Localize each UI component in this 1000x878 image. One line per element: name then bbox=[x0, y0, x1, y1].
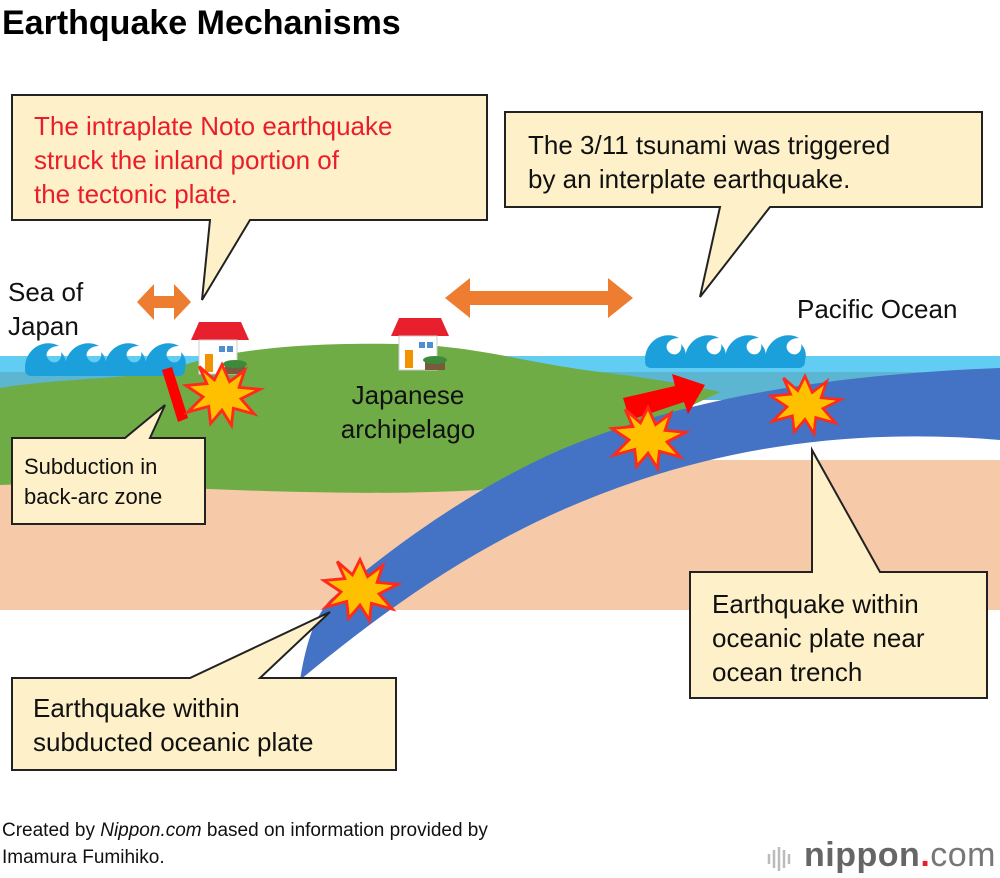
callout-noto-earthquake: The intraplate Noto earthquake struck th… bbox=[34, 109, 392, 211]
credit-suffix: based on information provided by bbox=[201, 820, 488, 841]
nippon-logo: nippon.com bbox=[767, 836, 996, 875]
callout-line: Earthquake within bbox=[712, 589, 919, 619]
label-sea-of-japan: Sea of Japan bbox=[8, 275, 83, 343]
callout-subducted-plate: Earthquake within subducted oceanic plat… bbox=[33, 691, 313, 759]
logo-mark-icon bbox=[767, 847, 791, 871]
logo-name: nippon bbox=[804, 836, 921, 874]
logo-tld: com bbox=[930, 836, 996, 874]
callout-line: The 3/11 tsunami was triggered bbox=[528, 130, 891, 160]
backarc-fault-bar bbox=[162, 367, 188, 422]
tsunami-waves-left bbox=[25, 343, 186, 376]
callout-line: Subduction in bbox=[24, 454, 158, 479]
label-line: archipelago bbox=[340, 414, 476, 444]
callout-line: the tectonic plate. bbox=[34, 179, 238, 209]
page-title: Earthquake Mechanisms bbox=[2, 4, 401, 42]
interplate-slip-arrow bbox=[623, 374, 705, 420]
credit-line-1: Created by Nippon.com based on informati… bbox=[2, 817, 488, 844]
label-line: Japanese bbox=[351, 380, 465, 410]
callout-line: ocean trench bbox=[712, 657, 863, 687]
house-icon bbox=[390, 317, 450, 371]
callout-line: oceanic plate near bbox=[712, 623, 925, 653]
callout-line: struck the inland portion of bbox=[34, 145, 339, 175]
callout-line: by an interplate earthquake. bbox=[528, 164, 851, 194]
credit-source: Nippon.com bbox=[100, 820, 202, 841]
logo-dot: . bbox=[920, 836, 931, 874]
source-credit: Created by Nippon.com based on informati… bbox=[2, 817, 488, 871]
label-japanese-archipelago: Japanese archipelago bbox=[328, 378, 488, 446]
tsunami-waves-right bbox=[645, 335, 806, 368]
callout-backarc-subduction: Subduction in back-arc zone bbox=[24, 452, 162, 512]
label-line: Sea of bbox=[8, 277, 84, 307]
callout-line: Earthquake within bbox=[33, 693, 240, 723]
callout-line: The intraplate Noto earthquake bbox=[34, 111, 393, 141]
callout-tsunami: The 3/11 tsunami was triggered by an int… bbox=[528, 128, 890, 196]
callout-line: back-arc zone bbox=[24, 484, 163, 509]
double-arrow-icon bbox=[137, 284, 191, 320]
callout-line: subducted oceanic plate bbox=[33, 727, 314, 757]
double-arrow-icon bbox=[445, 278, 633, 318]
credit-line-2: Imamura Fumihiko. bbox=[2, 847, 165, 868]
credit-prefix: Created by bbox=[2, 820, 101, 841]
label-line: Japan bbox=[8, 311, 79, 341]
callout-shapes bbox=[11, 94, 988, 771]
label-pacific-ocean: Pacific Ocean bbox=[797, 294, 958, 324]
callout-ocean-trench: Earthquake within oceanic plate near oce… bbox=[712, 587, 924, 689]
